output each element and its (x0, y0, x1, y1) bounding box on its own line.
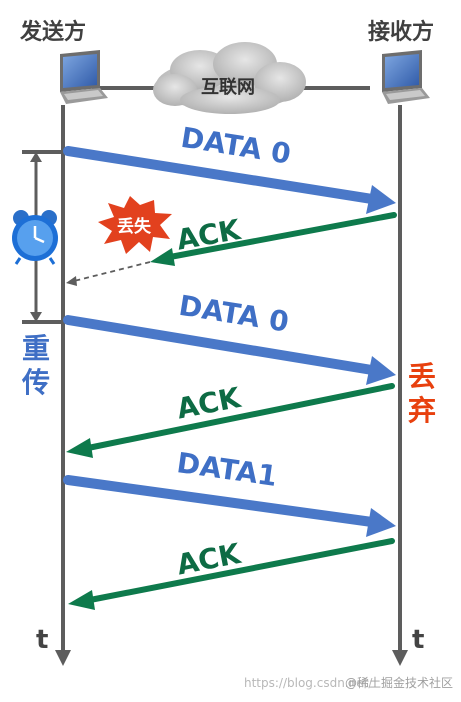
watermark-site: @稀土掘金技术社区 (345, 676, 454, 690)
ack-lost-label: ACK (174, 213, 244, 257)
ack-lost-arrow (66, 212, 397, 286)
laptop-icon (60, 50, 108, 104)
data0-arrow-2 (63, 315, 396, 385)
ack-arrow-3 (68, 538, 395, 610)
discard-label: 丢弃 (407, 360, 436, 427)
retransmit-label: 重传 (21, 332, 50, 399)
receiver-label: 接收方 (368, 20, 435, 45)
cloud-icon (153, 42, 306, 114)
burst-icon (98, 196, 172, 254)
network-label: 互联网 (201, 77, 255, 98)
lost-badge: 丢失 (117, 216, 152, 237)
data0-arrow-1 (63, 146, 396, 214)
watermark-url: https://blog.csdn.net/ (244, 676, 373, 690)
data0-label-1: DATA 0 (179, 121, 293, 171)
receiver-time-label: t (412, 625, 424, 655)
alarm-clock-icon (12, 210, 58, 265)
sender-timeline (55, 105, 71, 666)
ack-arrow-2 (66, 383, 395, 458)
sender-time-label: t (36, 625, 48, 655)
laptop-icon (382, 50, 430, 104)
data0-label-2: DATA 0 (177, 289, 291, 339)
sender-label: 发送方 (20, 20, 87, 45)
data1-arrow (63, 475, 396, 537)
receiver-timeline (392, 105, 408, 666)
data1-label: DATA1 (175, 446, 279, 493)
